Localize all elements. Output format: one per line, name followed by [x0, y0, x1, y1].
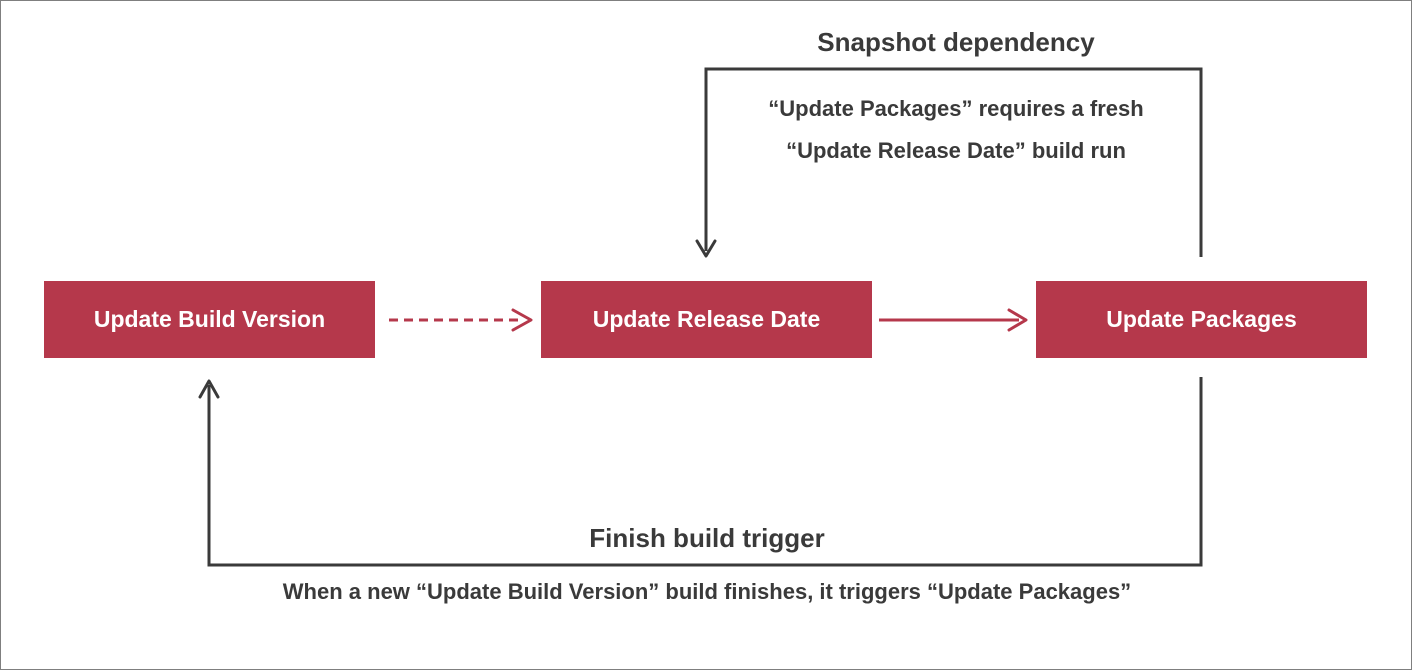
snapshot-description-line-2: “Update Release Date” build run	[786, 138, 1126, 163]
finish-build-trigger-connector	[198, 377, 1203, 567]
node-update-packages: Update Packages	[1036, 281, 1367, 358]
snapshot-dependency-connector	[695, 67, 1203, 258]
node-label: Update Build Version	[93, 306, 326, 332]
finish-build-trigger-description: When a new “Update Build Version” build …	[282, 579, 1132, 604]
snapshot-dependency-description: “Update Packages” requires a fresh “Upda…	[706, 88, 1206, 172]
node-update-release-date: Update Release Date	[541, 281, 872, 358]
node-label: Update Packages	[1106, 306, 1297, 332]
finish-build-trigger-title: Finish build trigger	[589, 523, 825, 553]
node-label: Update Release Date	[592, 306, 821, 332]
snapshot-description-line-1: “Update Packages” requires a fresh	[768, 96, 1144, 121]
dashed-arrow-build-version-to-release-date	[389, 308, 533, 332]
solid-arrow-release-date-to-packages	[879, 308, 1028, 332]
snapshot-dependency-title: Snapshot dependency	[817, 27, 1095, 57]
node-update-build-version: Update Build Version	[44, 281, 375, 358]
